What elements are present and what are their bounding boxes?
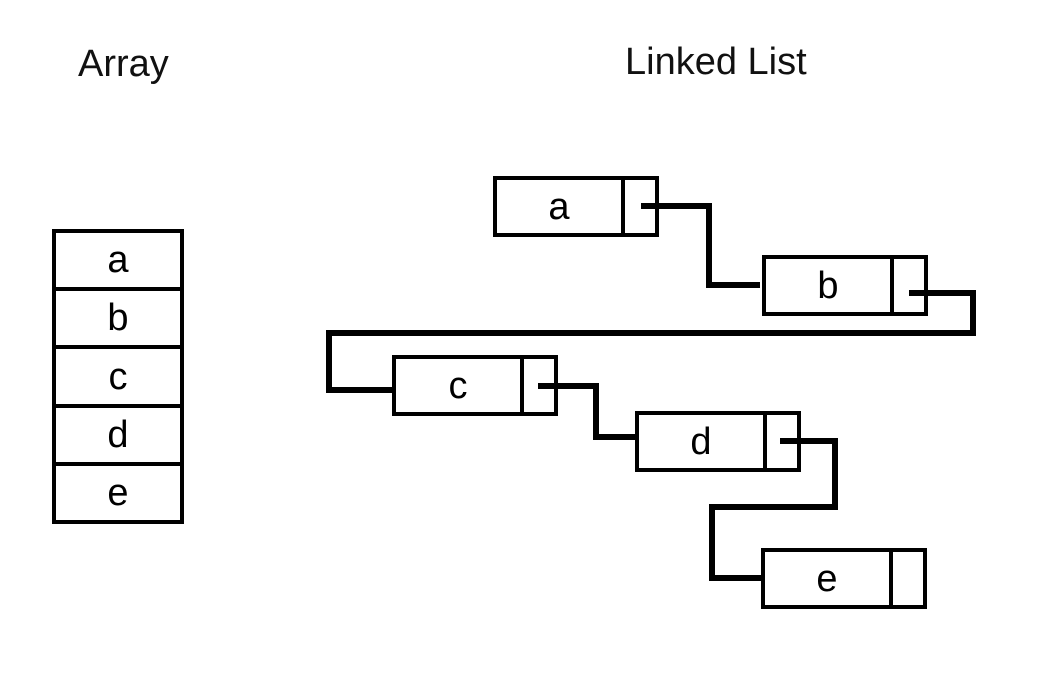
linked-list-title: Linked List	[625, 41, 807, 83]
linked-list-node-c: c	[392, 355, 558, 416]
node-value-cell: a	[497, 180, 621, 233]
node-value-label: c	[448, 364, 468, 407]
node-pointer-cell	[621, 180, 655, 233]
array-box: a b c d e	[52, 229, 184, 524]
array-cell-label: a	[107, 239, 129, 282]
array-cell-label: b	[107, 297, 129, 340]
node-value-label: b	[817, 264, 839, 307]
node-value-cell: c	[396, 359, 520, 412]
linked-list-node-e: e	[761, 548, 927, 609]
array-cell-0: a	[56, 233, 180, 287]
node-pointer-cell	[520, 359, 554, 412]
array-cell-label: d	[107, 413, 129, 456]
node-value-cell: e	[765, 552, 889, 605]
linked-list-node-b: b	[762, 255, 928, 316]
array-cell-4: e	[56, 461, 180, 520]
linked-list-node-d: d	[635, 411, 801, 472]
array-cell-label: e	[107, 471, 129, 514]
node-pointer-cell	[890, 259, 924, 312]
array-cell-1: b	[56, 287, 180, 345]
node-value-label: a	[548, 185, 570, 228]
linked-list-node-a: a	[493, 176, 659, 237]
node-value-label: e	[816, 557, 838, 600]
array-cell-3: d	[56, 403, 180, 462]
node-pointer-cell-null	[889, 552, 923, 605]
node-value-label: d	[690, 420, 712, 463]
node-pointer-cell	[763, 415, 797, 468]
node-value-cell: b	[766, 259, 890, 312]
array-title: Array	[78, 43, 169, 85]
node-value-cell: d	[639, 415, 763, 468]
array-cell-2: c	[56, 345, 180, 403]
array-cell-label: c	[108, 355, 128, 398]
